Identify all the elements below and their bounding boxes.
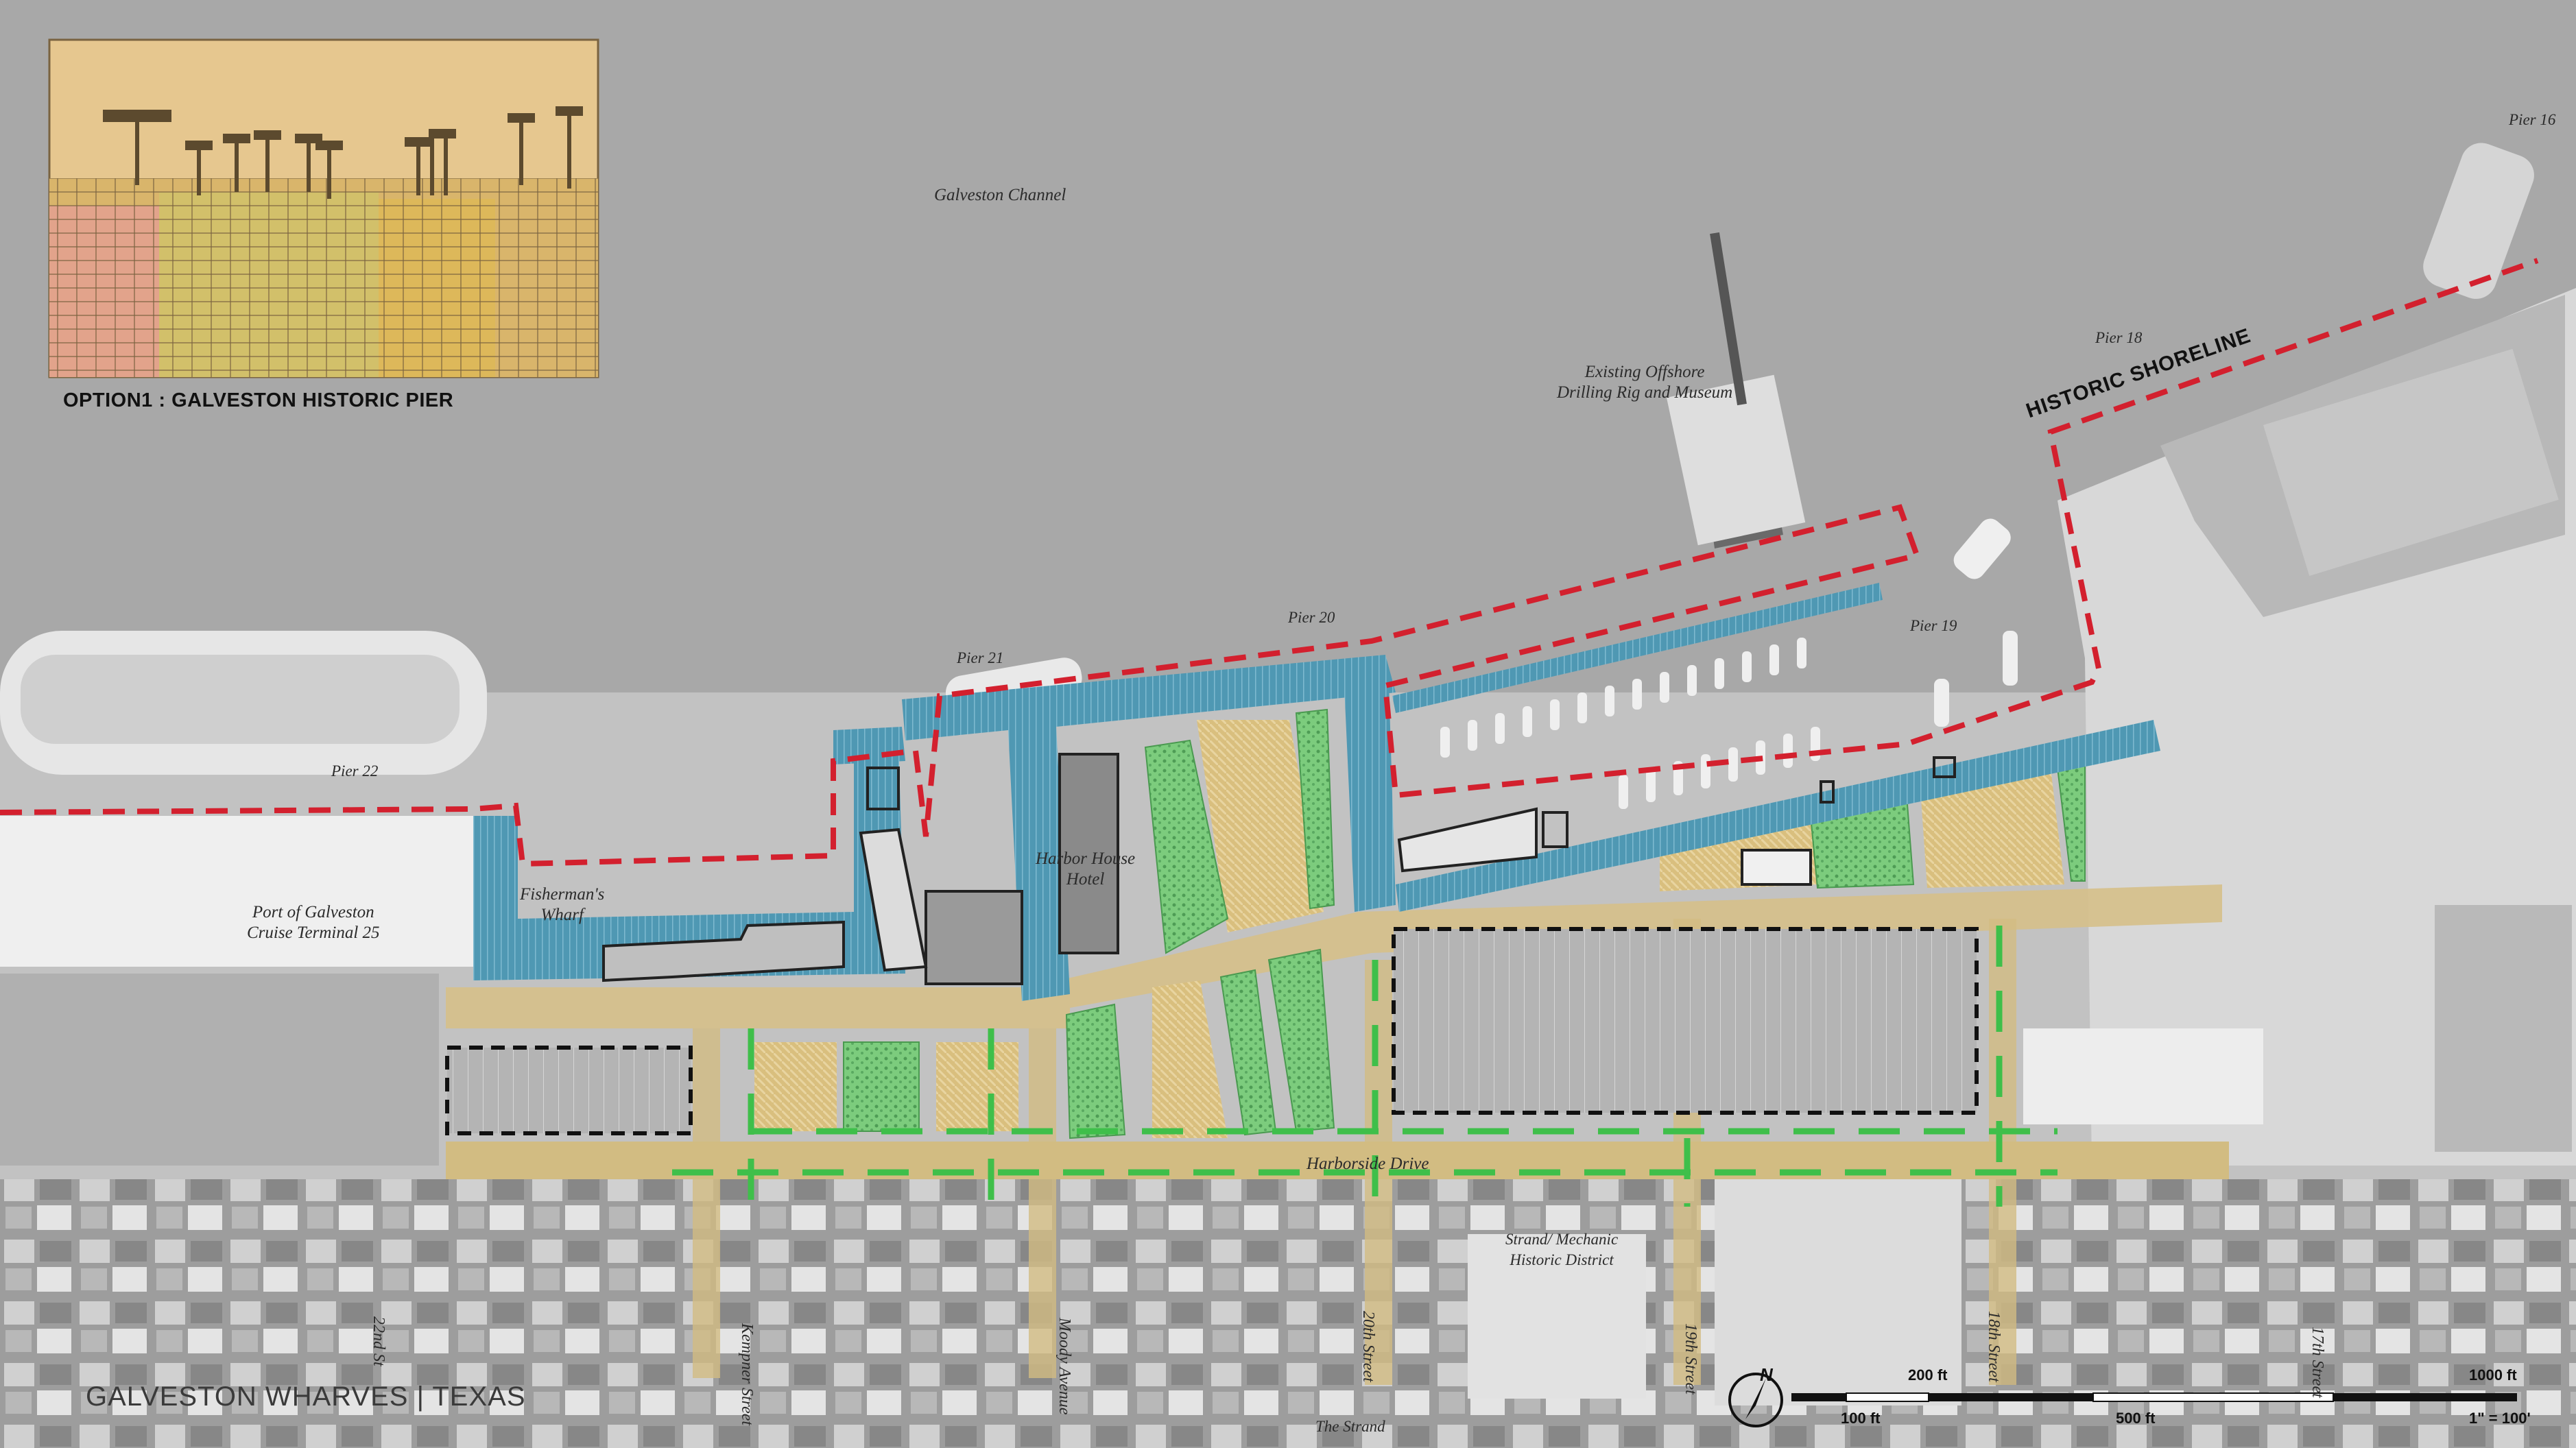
pier16-vessel [2423,143,2534,299]
label-harbor-house-line1: Harbor House [1036,849,1136,868]
18th-street-road [1989,919,2016,1385]
north-arrow-icon [1728,1373,1783,1427]
label-fishermans-line2: Wharf [540,906,584,924]
plaza [1152,980,1228,1138]
city-blocks [0,1179,2576,1448]
scale-label-ratio: 1" = 100' [2469,1410,2531,1427]
label-22nd-street: 22nd St [370,1316,387,1366]
plaza [1920,768,2064,888]
label-strand-line1: Strand/ Mechanic [1505,1231,1619,1248]
label-20th-street: 20th Street [1359,1311,1377,1382]
marina-boats [1440,518,2018,809]
strand-building [1468,1234,1646,1399]
plaza [1197,720,1324,932]
pier-20-stem [1344,682,1396,912]
warehouse-roof [2263,348,2559,576]
20th-street-road [1365,960,1392,1385]
building [859,828,928,972]
label-cruise-terminal: Port of Galveston Cruise Terminal 25 [247,902,380,943]
green-path-network [672,926,2058,1207]
warehouse-block [1715,1179,1961,1405]
label-harbor-house-hotel: Harbor House Hotel [1036,849,1135,890]
label-pier18: Pier 18 [2095,329,2143,346]
label-moody-line1: Moody [1056,1318,1073,1364]
cruise-ship-deck [21,655,460,744]
building [1820,780,1835,804]
building [866,767,900,810]
parking-lot-west [445,1046,693,1135]
label-cruise-line1: Port of Galveston [252,903,374,921]
page-title: GALVESTON WHARVES | TEXAS [86,1381,526,1412]
green-space [1267,948,1335,1133]
kempner-street-road [693,1028,720,1378]
historic-shoreline-line [0,258,2539,867]
label-galveston-channel: Galveston Channel [934,186,1066,204]
green-space [1065,1003,1126,1139]
label-pier19: Pier 19 [1910,617,1957,634]
pier-22-deck [473,740,905,980]
east-yard [2435,905,2572,1152]
waterfront-promenade [446,884,2222,1028]
building [1933,756,1956,778]
north-label: N [1760,1364,1773,1385]
green-space [843,1041,920,1132]
label-pier21: Pier 21 [957,649,1004,666]
scale-label-100ft: 100 ft [1841,1410,1881,1427]
drilling-rig-platform [1667,374,1806,546]
pier-19-deck [1396,720,2160,912]
scale-label-500ft: 500 ft [2116,1410,2156,1427]
label-strand-district: Strand/ Mechanic Historic District [1505,1229,1618,1270]
label-18th-street: 18th Street [1985,1311,2003,1382]
pier-21-deck [902,655,1396,1001]
pier-20-deck [1392,583,1883,713]
label-19th-street: 19th Street [1682,1323,1700,1395]
rig-derrick [1710,232,1747,406]
label-harborside-drive: Harborside Drive [1307,1155,1429,1173]
moody-avenue-road [1029,1028,1056,1378]
east-building [2023,1028,2263,1124]
label-the-strand: The Strand [1315,1418,1385,1435]
label-fishermans-wharf: Fisherman's Wharf [520,884,604,926]
building [1741,849,1812,886]
scale-bar [1791,1392,2517,1402]
green-space [1144,739,1229,954]
scale-label-200ft: 200 ft [1908,1366,1948,1384]
label-kempner-street: Kempner Street [737,1323,756,1425]
terminal-lot [0,974,439,1166]
building [925,890,1023,985]
plaza [754,1042,837,1131]
label-pier20: Pier 20 [1288,609,1335,626]
cruise-terminal-building [0,816,473,967]
label-moody-line2: Avenue [1056,1367,1073,1415]
label-kempner-line1: Kempner [738,1323,756,1384]
label-strand-line2: Historic District [1510,1251,1614,1268]
parking-lot-east [1392,927,1979,1115]
fishermans-wharf-building [602,920,845,982]
historic-map-caption: OPTION1 : GALVESTON HISTORIC PIER [63,389,454,411]
green-space [1295,708,1335,910]
historic-map-inset [48,38,599,378]
scale-label-1000ft: 1000 ft [2469,1366,2517,1384]
label-kempner-line2: Street [738,1387,756,1426]
label-fishermans-line1: Fisherman's [520,885,605,904]
building [1542,811,1569,848]
label-pier16: Pier 16 [2509,111,2556,128]
label-drilling-rig: Existing Offshore Drilling Rig and Museu… [1557,362,1732,403]
label-drilling-rig-line1: Existing Offshore [1584,363,1705,381]
harbor-house-hotel [1058,753,1119,954]
label-harbor-house-line2: Hotel [1066,870,1105,889]
label-17th-street: 17th Street [2309,1327,2326,1398]
plaza [936,1042,1018,1131]
label-cruise-line2: Cruise Terminal 25 [247,924,380,942]
building [1397,807,1538,873]
label-moody-avenue: Moody Avenue [1055,1318,1073,1415]
label-drilling-rig-line2: Drilling Rig and Museum [1557,383,1733,402]
label-pier22: Pier 22 [331,762,379,780]
